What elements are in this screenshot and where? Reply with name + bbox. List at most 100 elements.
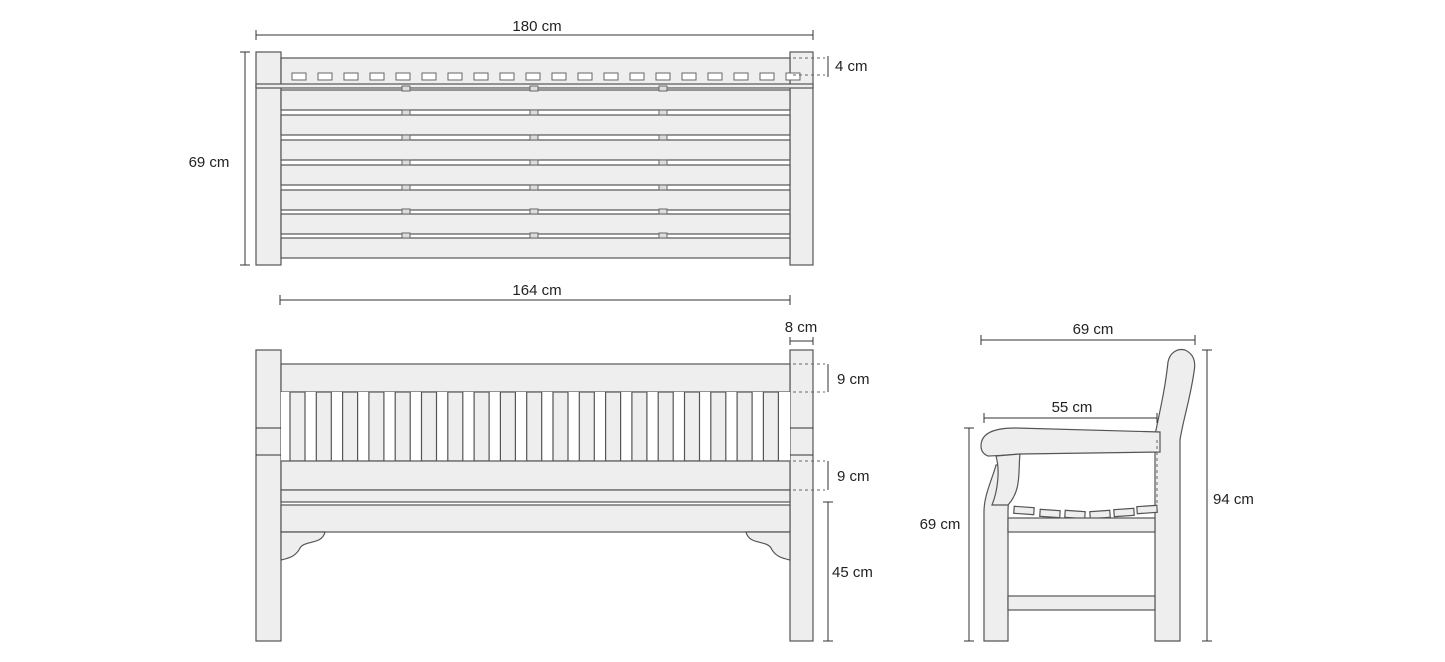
side-total-height-dimension: 94 cm [1202, 349, 1254, 642]
side-arm-height-dimension: 69 cm [920, 427, 974, 642]
front-back-slats [281, 391, 790, 462]
side-view: 69 cm 55 cm 69 cm 94 cm [920, 321, 1254, 642]
front-seat-height-dimension: 45 cm [823, 501, 873, 642]
front-right-leg [789, 349, 814, 642]
top-bolt [658, 134, 668, 141]
top-notch [707, 72, 723, 81]
front-back-slat [342, 391, 359, 462]
front-back-slat [447, 391, 464, 462]
top-seat-slat [280, 164, 791, 186]
front-view: 164 cm 8 cm 9 cm 9 cm 45 cm [255, 282, 873, 642]
top-seat-slat [280, 139, 791, 161]
top-bolt [529, 232, 539, 239]
top-width-dimension: 180 cm [255, 18, 814, 40]
front-back-slat [499, 391, 516, 462]
top-seat-slat [280, 213, 791, 235]
top-notch [499, 72, 515, 81]
top-notch [733, 72, 749, 81]
top-bolt [529, 134, 539, 141]
top-bolts [401, 85, 668, 239]
front-bottom-back-rail [280, 460, 791, 491]
front-apron [280, 504, 791, 533]
top-bolt [401, 109, 411, 116]
front-bottom-rail-dimension: 9 cm [793, 460, 870, 491]
top-notch [551, 72, 567, 81]
front-back-slat [394, 391, 411, 462]
front-back-slat [762, 391, 780, 462]
top-bolt [401, 208, 411, 215]
top-bolt [658, 159, 668, 166]
top-view: 180 cm 69 cm 4 cm [189, 18, 868, 266]
top-bolt [529, 159, 539, 166]
top-bolt [658, 184, 668, 191]
front-seat-width-dimension: 164 cm [279, 282, 791, 305]
side-seat-depth-dimension: 55 cm [983, 399, 1158, 423]
top-notch [655, 72, 671, 81]
front-back-slat [368, 391, 385, 462]
side-seat-depth-label: 55 cm [1052, 399, 1093, 416]
front-back-slat [420, 391, 438, 462]
front-left-leg [255, 349, 282, 642]
top-seat-slat [280, 89, 791, 111]
side-arm-support [991, 453, 1021, 506]
top-notch [317, 72, 333, 81]
top-notch [603, 72, 619, 81]
front-back-slat [736, 391, 753, 462]
front-back-slat [631, 391, 648, 462]
top-notch [447, 72, 463, 81]
top-width-label: 180 cm [512, 18, 561, 35]
side-seat-slat [1113, 507, 1135, 518]
side-depth-dimension: 69 cm [980, 321, 1196, 345]
side-seat-slats [1013, 504, 1158, 520]
side-depth-label: 69 cm [1073, 321, 1114, 338]
front-right-bracket [745, 531, 791, 561]
top-notch [577, 72, 593, 81]
front-back-slat [657, 391, 674, 462]
front-back-slat [289, 391, 306, 462]
front-seat-width-label: 164 cm [512, 282, 561, 299]
front-leg-label: 8 cm [785, 319, 818, 336]
front-back-slat [710, 391, 727, 462]
top-bolt [658, 109, 668, 116]
front-top-rail-dimension: 9 cm [793, 363, 870, 393]
top-seat-slat [280, 114, 791, 136]
top-notch [785, 72, 801, 81]
top-notch [681, 72, 697, 81]
top-seat-slat [280, 237, 791, 259]
top-armrest-dimension: 4 cm [793, 56, 868, 77]
front-left-bracket [280, 531, 326, 561]
top-bolt [401, 85, 411, 92]
top-depth-dimension: 69 cm [189, 51, 250, 266]
top-back-rail [280, 57, 791, 87]
top-bolt [401, 134, 411, 141]
top-notch [369, 72, 385, 81]
top-bolt [401, 232, 411, 239]
top-notch [629, 72, 645, 81]
top-bolt [529, 109, 539, 116]
top-notch [291, 72, 307, 81]
front-back-slat [315, 391, 332, 462]
top-notch [473, 72, 489, 81]
front-leg-dimension: 8 cm [785, 319, 818, 345]
top-bolt [529, 85, 539, 92]
top-notch-row [291, 72, 801, 81]
top-notch [421, 72, 437, 81]
front-seat-edge [280, 489, 791, 503]
side-total-height-label: 94 cm [1213, 491, 1254, 508]
top-bolt [529, 184, 539, 191]
top-bolt [658, 85, 668, 92]
side-seat-slat [1039, 508, 1061, 519]
top-notch [343, 72, 359, 81]
front-back-slat [683, 391, 701, 462]
top-armrest-label: 4 cm [835, 58, 868, 75]
front-seat-height-label: 45 cm [832, 564, 873, 581]
front-top-rail-label: 9 cm [837, 371, 870, 388]
top-notch [395, 72, 411, 81]
front-back-slat [578, 391, 595, 462]
top-bolt [529, 208, 539, 215]
side-arm-height-label: 69 cm [920, 516, 961, 533]
top-notch [525, 72, 541, 81]
top-bolt [401, 184, 411, 191]
top-notch [759, 72, 775, 81]
